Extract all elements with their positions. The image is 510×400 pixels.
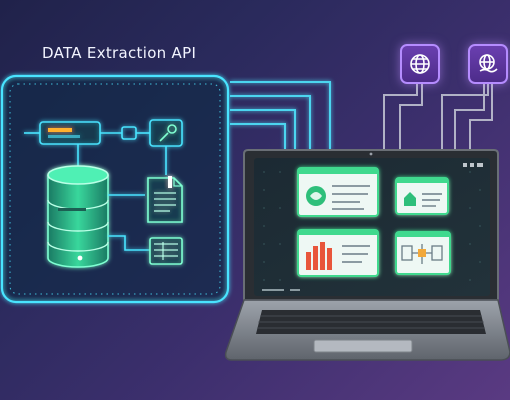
screen-card-small (395, 177, 449, 215)
screen-card-diagram (395, 231, 451, 275)
bar-chart-icon (297, 229, 379, 277)
screen-card-globe-info (297, 167, 379, 217)
document-icon (147, 176, 183, 223)
globe-icon (400, 44, 440, 84)
extraction-frame (0, 74, 230, 304)
screen-status-icons (463, 163, 483, 167)
laptop-icon (224, 149, 510, 361)
connection-lines (230, 81, 331, 150)
pipeline (24, 119, 183, 175)
trackpad (313, 339, 413, 353)
table-icon (149, 237, 183, 265)
connection-lines-grey (383, 80, 493, 150)
page-title: DATA Extraction API (42, 44, 197, 62)
database-icon (47, 165, 109, 268)
globe-hand-icon (468, 44, 508, 84)
